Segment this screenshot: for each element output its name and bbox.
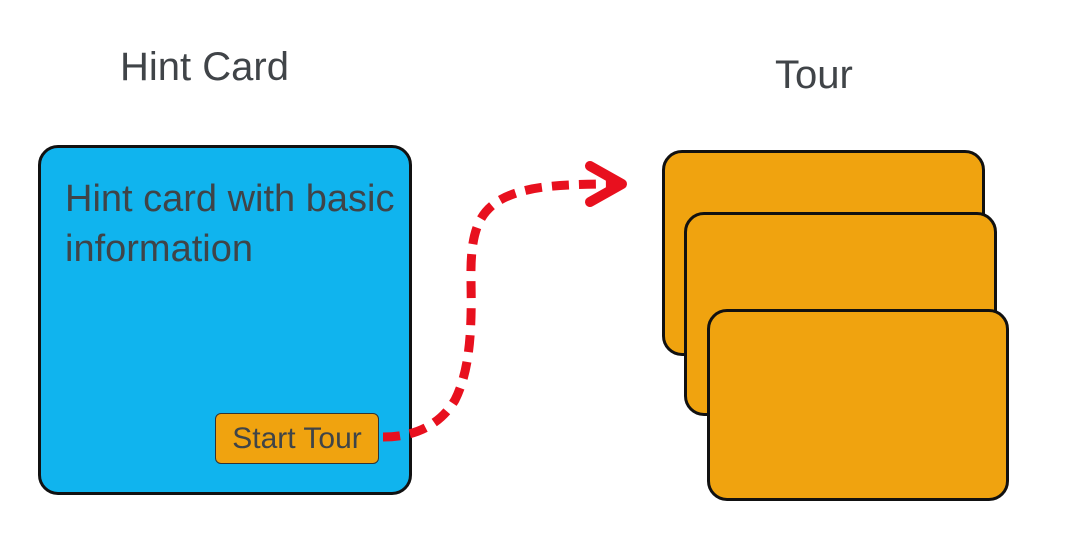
dashed-arrow-path bbox=[382, 179, 619, 442]
tour-heading: Tour bbox=[775, 53, 853, 97]
start-tour-button[interactable]: Start Tour bbox=[215, 413, 379, 464]
arrowhead-icon bbox=[585, 161, 627, 207]
hint-card-text: Hint card with basic information bbox=[65, 178, 395, 270]
tour-card bbox=[707, 309, 1009, 501]
hint-card-heading: Hint Card bbox=[120, 45, 289, 89]
hint-card: Hint card with basic information Start T… bbox=[38, 145, 412, 495]
